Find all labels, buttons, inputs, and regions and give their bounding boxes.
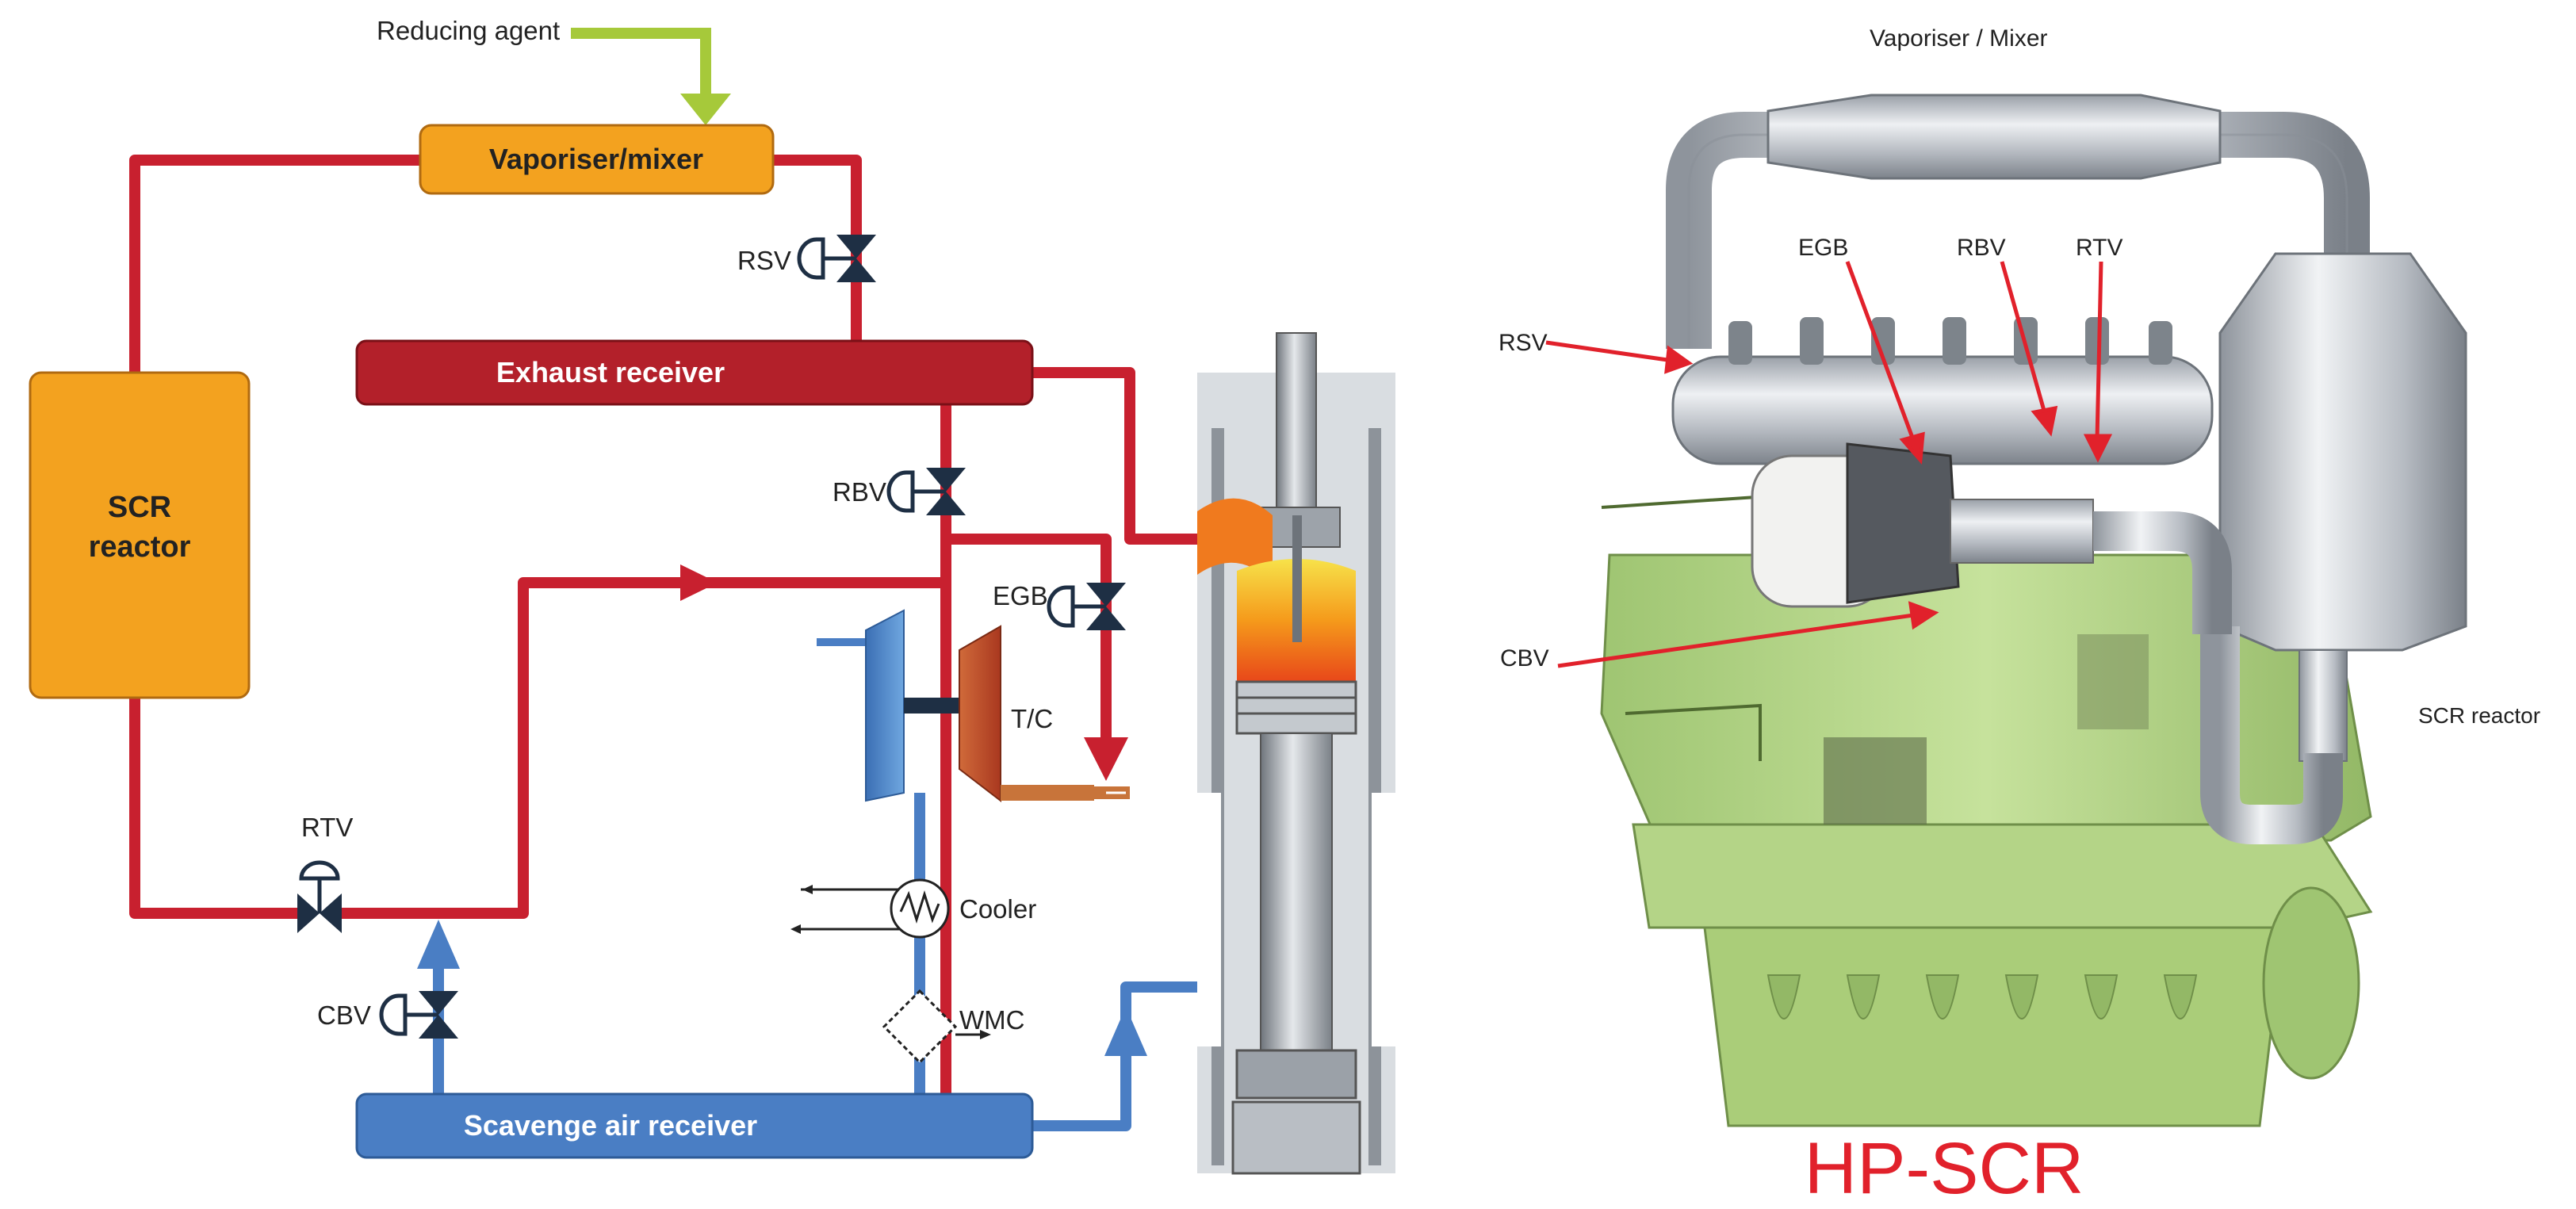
vaporiser-mixer-3d-label: Vaporiser / Mixer <box>1870 25 2048 52</box>
cbv-3d-label: CBV <box>1500 645 1549 671</box>
reducing-agent-label: Reducing agent <box>377 16 560 45</box>
vaporiser-mixer-box <box>419 124 775 195</box>
scavenge-air-receiver-box <box>355 1092 1034 1159</box>
engine-cutaway-icon <box>1197 332 1395 1175</box>
turbocharger-3d-icon <box>1751 442 2094 608</box>
turbocharger-icon <box>817 609 1130 803</box>
exhaust-receiver-3d-icon <box>1671 355 2214 465</box>
wmc-icon <box>882 989 991 1065</box>
egb-valve-icon <box>1047 583 1126 630</box>
hp-scr-title: HP-SCR <box>1805 1128 2084 1209</box>
flow-arrow-icon <box>417 920 460 969</box>
rtv-3d-label: RTV <box>2076 235 2122 261</box>
vaporiser-mixer-3d-icon <box>1666 94 2370 349</box>
scr-reactor-box <box>29 371 251 699</box>
air-pipework <box>433 793 1197 1131</box>
wmc-label: WMC <box>959 1005 1024 1035</box>
pointer-arrows <box>1545 261 2113 668</box>
cooler-icon <box>790 878 950 939</box>
flow-arrow-icon <box>680 564 718 601</box>
scr-reactor-3d-icon <box>2093 252 2467 844</box>
engine-3d-illustration: Vaporiser / Mixer <box>1499 25 2540 1209</box>
rsv-label: RSV <box>737 246 791 275</box>
rtv-label: RTV <box>301 813 353 842</box>
engine-body-icon <box>1600 489 2373 1127</box>
scavenge-air-receiver-label: Scavenge air receiver <box>464 1109 757 1142</box>
cbv-valve-icon <box>379 991 458 1039</box>
cbv-label: CBV <box>317 1000 371 1030</box>
rbv-3d-label: RBV <box>1957 235 2006 261</box>
egb-label: EGB <box>993 581 1048 610</box>
rbv-valve-icon <box>886 468 966 515</box>
rsv-valve-icon <box>797 235 876 282</box>
scr-reactor-label-1: SCR <box>108 491 171 524</box>
rsv-3d-label: RSV <box>1499 330 1548 356</box>
egb-3d-label: EGB <box>1798 235 1848 261</box>
flow-arrow-icon <box>1084 737 1128 781</box>
flow-arrow-icon <box>1104 1007 1147 1056</box>
reducing-agent-line <box>571 28 731 125</box>
scr-reactor-3d-label: SCR reactor <box>2418 703 2540 728</box>
rtv-valve-icon <box>297 860 342 933</box>
exhaust-receiver-box <box>355 339 1034 406</box>
exhaust-receiver-label: Exhaust receiver <box>496 356 725 388</box>
cooler-label: Cooler <box>959 894 1036 924</box>
rbv-label: RBV <box>833 477 886 507</box>
scr-reactor-label-2: reactor <box>89 530 191 564</box>
tc-label: T/C <box>1011 704 1053 733</box>
vaporiser-mixer-label: Vaporiser/mixer <box>489 143 703 175</box>
schematic: Reducing agent Vaporiser/mixer Exh <box>29 16 1395 1175</box>
exhaust-pipework <box>129 155 1197 1142</box>
